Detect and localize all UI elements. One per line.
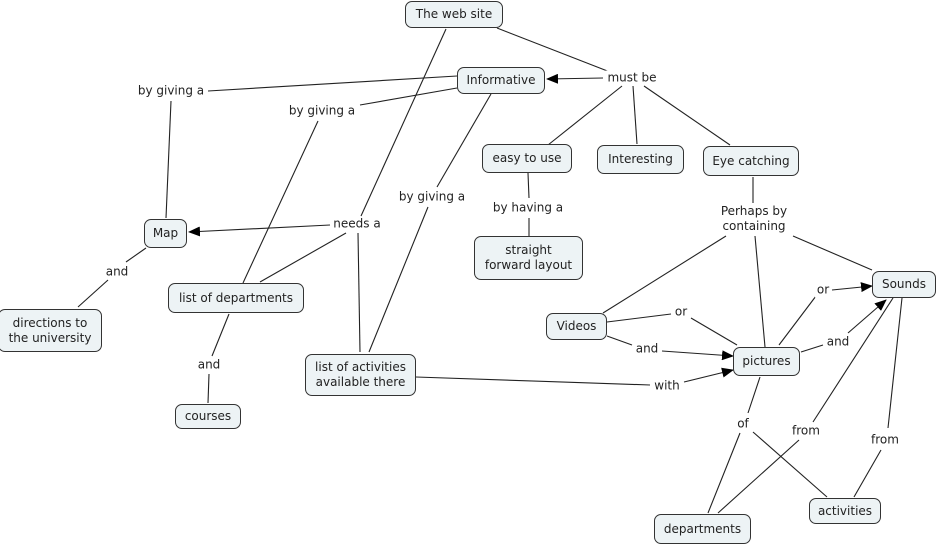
- concept-label: Informative: [466, 73, 536, 87]
- link-or-pictures-sounds[interactable]: or: [814, 282, 832, 298]
- concept-list-of-activities[interactable]: list of activities available there: [305, 354, 416, 396]
- concept-straight-forward-layout[interactable]: straight forward layout: [474, 236, 583, 280]
- edge: [242, 120, 319, 284]
- edge: [717, 439, 800, 514]
- edge: [77, 279, 109, 308]
- link-or-videos-pictures[interactable]: or: [672, 304, 690, 320]
- link-must-be[interactable]: must be: [605, 70, 659, 86]
- concept-label: The web site: [415, 7, 493, 21]
- edge: [207, 75, 458, 92]
- edge: [259, 232, 347, 283]
- edge: [368, 206, 429, 353]
- link-and-courses[interactable]: and: [195, 357, 223, 373]
- edge: [527, 172, 530, 199]
- concept-eye-catching[interactable]: Eye catching: [703, 146, 799, 176]
- edge: [207, 373, 210, 404]
- concept-map[interactable]: Map: [144, 219, 187, 248]
- concept-label: departments: [663, 521, 742, 536]
- concept-list-of-departments[interactable]: list of departments: [168, 283, 304, 313]
- edge: [690, 317, 738, 346]
- concept-sounds[interactable]: Sounds: [872, 271, 936, 298]
- edge: [606, 335, 633, 346]
- edge-arrow: [661, 350, 734, 361]
- edge: [792, 235, 873, 271]
- edge: [752, 431, 828, 498]
- concept-pictures[interactable]: pictures: [733, 347, 800, 376]
- concept-label: Map: [152, 226, 179, 240]
- concept-interesting[interactable]: Interesting: [597, 145, 684, 174]
- edge-arrow: [188, 224, 331, 237]
- link-perhaps-by-containing[interactable]: Perhaps by containing: [718, 204, 790, 234]
- link-and-videos-pictures[interactable]: and: [633, 341, 661, 357]
- concept-label: directions to the university: [8, 315, 92, 345]
- concept-label: activities: [817, 503, 873, 518]
- edge: [643, 85, 731, 146]
- concept-label: courses: [184, 409, 232, 423]
- link-from-2[interactable]: from: [869, 432, 901, 448]
- concept-directions[interactable]: directions to the university: [0, 309, 102, 352]
- link-by-giving-a-1[interactable]: by giving a: [135, 83, 207, 99]
- edge: [754, 235, 766, 348]
- edge: [125, 247, 147, 263]
- edge: [778, 295, 817, 346]
- edge-arrow: [831, 282, 873, 293]
- edge: [602, 235, 727, 314]
- edge: [632, 85, 638, 145]
- concept-departments[interactable]: departments: [654, 514, 751, 544]
- edge-arrow: [683, 367, 734, 383]
- edge: [800, 344, 824, 353]
- link-by-having-a[interactable]: by having a: [490, 200, 566, 216]
- link-and-map[interactable]: and: [103, 264, 131, 280]
- edge: [747, 376, 761, 414]
- concept-label: Videos: [556, 319, 597, 333]
- concept-label: list of activities available there: [315, 360, 406, 389]
- edge-arrow: [546, 73, 604, 84]
- link-and-pictures-sounds[interactable]: and: [824, 334, 852, 350]
- link-by-giving-a-2[interactable]: by giving a: [286, 103, 358, 119]
- concept-the-web-site[interactable]: The web site: [405, 1, 503, 28]
- edge: [359, 87, 458, 106]
- concept-label: Interesting: [608, 152, 673, 166]
- concept-label: easy to use: [492, 151, 562, 165]
- link-by-giving-a-3[interactable]: by giving a: [396, 189, 468, 205]
- edge: [360, 28, 447, 217]
- link-needs-a[interactable]: needs a: [331, 216, 383, 232]
- edge: [211, 313, 230, 357]
- link-from-1[interactable]: from: [790, 423, 822, 439]
- concept-label: Sounds: [881, 277, 927, 291]
- concept-activities[interactable]: activities: [809, 498, 881, 524]
- concept-videos[interactable]: Videos: [546, 313, 607, 340]
- concept-label: list of departments: [178, 290, 294, 305]
- concept-easy-to-use[interactable]: easy to use: [482, 144, 572, 173]
- concept-label: Eye catching: [712, 153, 790, 168]
- edge: [415, 376, 651, 386]
- edge: [887, 297, 903, 429]
- edge: [547, 85, 623, 146]
- concept-courses[interactable]: courses: [175, 404, 241, 429]
- edge: [853, 449, 882, 498]
- edge: [436, 93, 492, 188]
- concept-label: pictures: [742, 354, 791, 368]
- link-of[interactable]: of: [735, 416, 751, 432]
- edge: [357, 232, 361, 353]
- concept-informative[interactable]: Informative: [457, 67, 545, 94]
- edge: [707, 432, 741, 514]
- link-with[interactable]: with: [652, 378, 682, 394]
- concept-label: straight forward layout: [484, 243, 573, 272]
- edge: [812, 297, 894, 423]
- edge: [165, 100, 172, 219]
- edge: [606, 313, 672, 323]
- edge-arrow: [847, 299, 887, 334]
- edge: [496, 27, 611, 73]
